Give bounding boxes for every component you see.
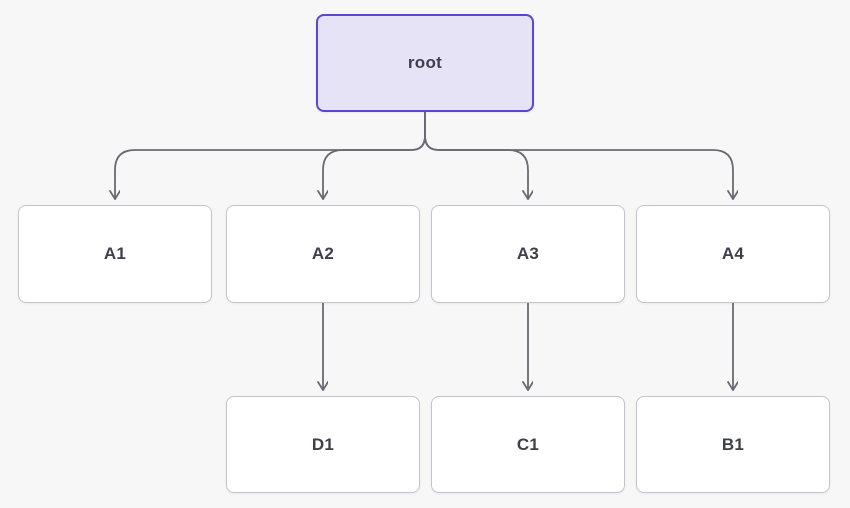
node-b1-label: B1 bbox=[721, 434, 745, 454]
edge-root-a1 bbox=[115, 111, 426, 200]
node-a4-label: A4 bbox=[721, 244, 745, 263]
node-a1[interactable]: A1 bbox=[18, 205, 212, 303]
node-c1-label: C1 bbox=[516, 434, 540, 454]
edge-root-a2 bbox=[323, 111, 426, 200]
node-a2-label: A2 bbox=[311, 244, 335, 263]
node-root[interactable]: root bbox=[316, 14, 534, 112]
edge-root-a3 bbox=[424, 111, 528, 200]
node-b1[interactable]: B1 bbox=[636, 396, 830, 493]
node-root-label: root bbox=[407, 53, 443, 72]
node-d1[interactable]: D1 bbox=[226, 396, 420, 493]
node-a2[interactable]: A2 bbox=[226, 205, 420, 303]
node-a4[interactable]: A4 bbox=[636, 205, 830, 303]
node-a3-label: A3 bbox=[516, 244, 540, 263]
node-a3[interactable]: A3 bbox=[431, 205, 625, 303]
edge-root-a4 bbox=[424, 111, 733, 200]
node-c1[interactable]: C1 bbox=[431, 396, 625, 493]
node-a1-label: A1 bbox=[103, 244, 127, 263]
node-d1-label: D1 bbox=[311, 434, 335, 454]
